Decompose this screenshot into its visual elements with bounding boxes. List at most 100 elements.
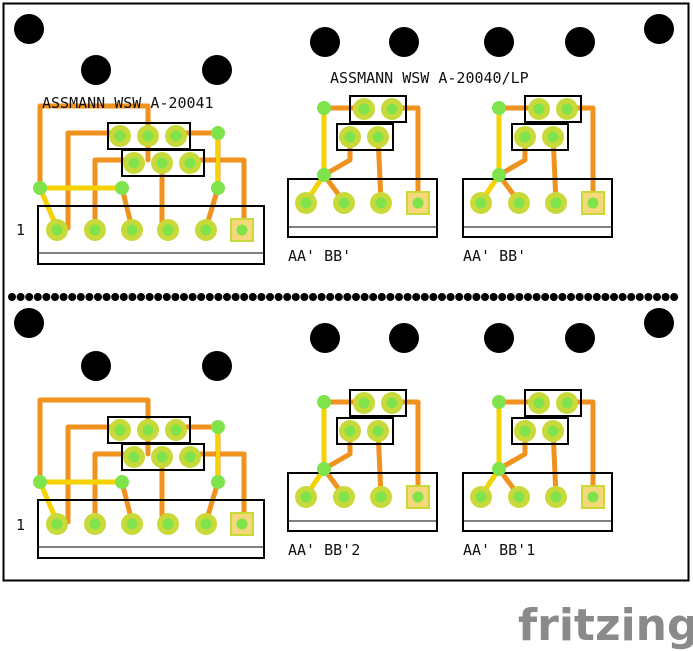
via <box>211 475 225 489</box>
perforation-dot <box>360 293 369 301</box>
perforation-dot <box>171 293 180 301</box>
label-br2: AA' BB'1 <box>463 541 535 559</box>
pad-drill <box>358 103 370 115</box>
perforation-dot <box>584 293 593 301</box>
pad-drill <box>533 103 545 115</box>
perforation-dot <box>438 293 446 301</box>
pad-drill <box>128 451 140 463</box>
mounting-hole <box>565 323 595 353</box>
perforation-dot <box>524 293 532 301</box>
perforation-dot <box>188 293 197 301</box>
pad-drill <box>89 518 101 530</box>
mounting-hole <box>484 323 514 353</box>
pad-drill <box>156 157 168 169</box>
perforation-dot <box>334 293 343 301</box>
header-outline-upper <box>524 389 582 417</box>
perforation-dot <box>85 293 94 301</box>
via <box>317 395 331 409</box>
pad-drill <box>519 131 531 143</box>
perforation-dot <box>42 293 51 301</box>
mounting-hole <box>310 323 340 353</box>
perforation-dot <box>395 293 403 301</box>
mounting-hole <box>81 351 111 381</box>
mounting-hole <box>310 27 340 57</box>
pad-drill <box>114 424 126 436</box>
label-br1: AA' BB'2 <box>288 541 360 559</box>
header-outline-lower <box>121 149 205 177</box>
pad-drill <box>386 103 398 115</box>
perforation-dot <box>231 293 240 301</box>
via <box>492 462 506 476</box>
perforation-dot <box>214 293 223 301</box>
header-outline-upper <box>524 95 582 123</box>
pad-drill <box>372 131 384 143</box>
via <box>33 475 47 489</box>
fritzing-logo: fritzing <box>518 600 693 651</box>
pad-drill <box>587 491 599 503</box>
mounting-hole <box>484 27 514 57</box>
perforation-dot <box>197 293 206 301</box>
mounting-hole <box>389 27 419 57</box>
perforation-dot <box>76 293 85 301</box>
mounting-hole <box>644 14 674 44</box>
perforation-dot <box>481 293 489 301</box>
pad-drill <box>200 224 212 236</box>
header-outline-lower <box>336 417 394 445</box>
perforation-dot <box>119 293 128 301</box>
vias <box>33 101 506 489</box>
pad-drill <box>412 491 424 503</box>
pad-drill <box>475 197 487 209</box>
label-top-right: ASSMANN WSW A-20040/LP <box>330 69 529 87</box>
header-outline-upper <box>349 95 407 123</box>
pad-drill <box>156 451 168 463</box>
connector-outlines <box>37 95 613 559</box>
pad-drill <box>126 224 138 236</box>
pad-drill <box>300 491 312 503</box>
mounting-hole <box>14 308 44 338</box>
perforation-dot <box>532 293 541 301</box>
mounting-hole <box>202 351 232 381</box>
header-outline-lower <box>336 123 394 151</box>
via <box>492 101 506 115</box>
perforation-dot <box>8 293 16 301</box>
pad-drill <box>300 197 312 209</box>
pad-drill <box>114 130 126 142</box>
pad-drill <box>200 518 212 530</box>
via <box>317 462 331 476</box>
pin1-marker-top: 1 <box>16 221 25 239</box>
pad-drill <box>184 157 196 169</box>
perforation-dot <box>291 293 300 301</box>
perforation-dot <box>635 293 644 301</box>
perforation-dot <box>627 293 636 301</box>
perforation-dot <box>506 293 515 301</box>
perforation-dot <box>300 293 309 301</box>
perforation-dot <box>154 293 163 301</box>
via <box>115 475 129 489</box>
perforation-dot <box>403 293 412 301</box>
pad-drill <box>519 425 531 437</box>
perforation-dot <box>137 293 145 301</box>
connector-outline-small <box>287 178 438 238</box>
via <box>211 126 225 140</box>
perforation-dot <box>145 293 154 301</box>
pad-drill <box>162 518 174 530</box>
perforation-dot <box>377 293 386 301</box>
perforation-dot <box>94 293 102 301</box>
perforation-dot <box>102 293 111 301</box>
connector-pads <box>46 98 605 536</box>
perforation-dot <box>68 293 77 301</box>
via <box>492 168 506 182</box>
pad-drill <box>142 130 154 142</box>
pad-drill <box>128 157 140 169</box>
pad-drill <box>550 197 562 209</box>
pad-drill <box>344 131 356 143</box>
perforation-dot <box>386 293 395 301</box>
pad-drill <box>358 397 370 409</box>
header-outline-lower <box>511 417 569 445</box>
pad-drill <box>412 197 424 209</box>
perforation-dot <box>51 293 59 301</box>
connector-outline-small <box>287 472 438 532</box>
perforation-dot <box>257 293 266 301</box>
perforation-dot <box>567 293 575 301</box>
